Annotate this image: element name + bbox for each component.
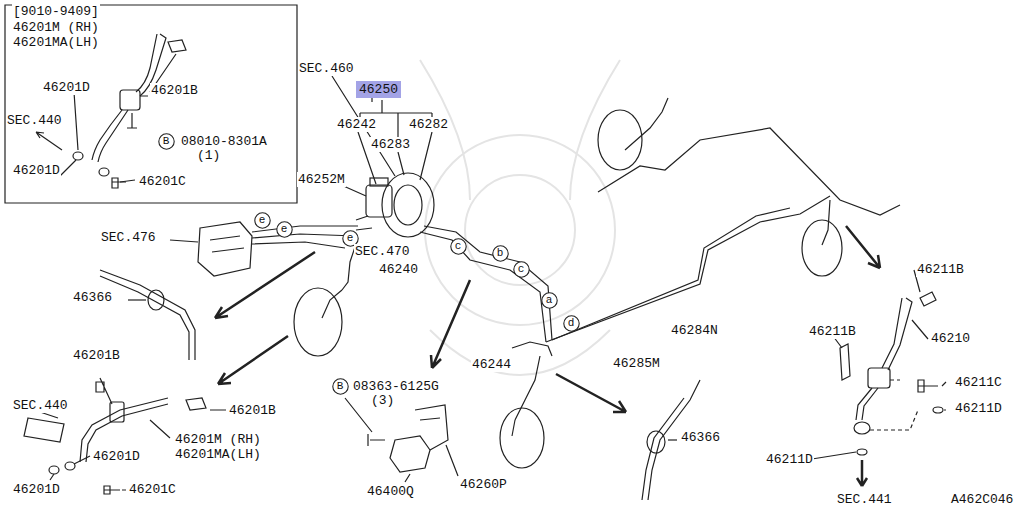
callout-number: 08363-6125G bbox=[352, 379, 440, 394]
circled-letter: c bbox=[450, 238, 467, 255]
callout-number: 46201B bbox=[150, 83, 199, 98]
brake-disc bbox=[294, 98, 842, 468]
callout-number: 46201B bbox=[72, 348, 121, 363]
circled-letter: b bbox=[492, 245, 509, 262]
reference-letter: d bbox=[563, 315, 580, 332]
watermark bbox=[420, 60, 620, 375]
callout-number: 46285M bbox=[612, 356, 661, 371]
callout-number: 46366 bbox=[72, 290, 113, 305]
part-number: 46250 bbox=[356, 81, 401, 98]
callout-number: 46201MA(LH) bbox=[174, 447, 262, 462]
inset-frame bbox=[5, 5, 297, 203]
circled-letter: c bbox=[513, 261, 530, 278]
reference-letter: e bbox=[254, 212, 271, 229]
brake-hose-rear bbox=[812, 270, 946, 459]
reference-letter: c bbox=[450, 238, 467, 255]
callout-number: 46201M (RH) bbox=[12, 20, 100, 35]
body-outline bbox=[598, 128, 900, 215]
callout-number: [9010-9409] bbox=[12, 4, 100, 19]
callout-number: 46201D bbox=[12, 482, 61, 497]
reference-letter: B bbox=[332, 378, 349, 395]
circled-letter: B bbox=[158, 133, 175, 150]
section-reference: SEC.441 bbox=[836, 492, 893, 507]
callout-number: 46240 bbox=[378, 262, 419, 277]
reference-letter: a bbox=[541, 292, 558, 309]
abs-actuator bbox=[170, 222, 252, 276]
reference-letter: c bbox=[513, 261, 530, 278]
section-reference: SEC.460 bbox=[298, 61, 355, 76]
highlight-box: 46250 bbox=[356, 81, 401, 98]
callout-number: A462C046 bbox=[950, 492, 1014, 507]
callout-number: (1) bbox=[196, 148, 221, 163]
circled-letter: d bbox=[563, 315, 580, 332]
circled-letter: e bbox=[254, 212, 271, 229]
section-reference: SEC.440 bbox=[6, 113, 63, 128]
callout-number: 46211B bbox=[808, 324, 857, 339]
callout-number: 46284N bbox=[670, 323, 719, 338]
callout-number: 46201C bbox=[138, 174, 187, 189]
grommet bbox=[100, 270, 700, 500]
callout-number: 46201C bbox=[128, 482, 177, 497]
circled-letter: B bbox=[332, 378, 349, 395]
callout-number: 46201M (RH) bbox=[174, 432, 262, 447]
callout-number: 46201MA(LH) bbox=[12, 35, 100, 50]
callout-number: 46242 bbox=[336, 117, 377, 132]
callout-number: 46400Q bbox=[366, 484, 415, 499]
callout-number: 46282 bbox=[408, 117, 449, 132]
callout-number: 08010-8301A bbox=[180, 134, 268, 149]
callout-number: 46260P bbox=[459, 477, 508, 492]
section-reference: SEC.470 bbox=[354, 244, 411, 259]
callout-number: 46201B bbox=[228, 403, 277, 418]
callout-number: 46201D bbox=[92, 449, 141, 464]
reference-letter: e bbox=[276, 221, 293, 238]
callout-number: 46211D bbox=[954, 401, 1003, 416]
callout-number: (3) bbox=[370, 393, 395, 408]
tick bbox=[371, 98, 372, 102]
circled-letter: a bbox=[541, 292, 558, 309]
callout-number: 46366 bbox=[680, 430, 721, 445]
callout-number: 46201D bbox=[42, 80, 91, 95]
callout-number: 46210 bbox=[930, 331, 971, 346]
circled-letter: e bbox=[276, 221, 293, 238]
callout-number: 46211B bbox=[916, 262, 965, 277]
callout-number: 46252M bbox=[297, 172, 346, 187]
section-reference: SEC.476 bbox=[100, 230, 157, 245]
callout-number: 46283 bbox=[370, 137, 411, 152]
callout-number: 46244 bbox=[471, 357, 512, 372]
detail-arrow bbox=[215, 226, 880, 486]
callout-number: 46211C bbox=[954, 375, 1003, 390]
callout-number: 46201D bbox=[12, 163, 61, 178]
master-cylinder bbox=[356, 173, 434, 237]
reference-letter: b bbox=[492, 245, 509, 262]
callout-number: 46211D bbox=[765, 452, 814, 467]
brake-pipe bbox=[252, 196, 830, 420]
proportioning-valve bbox=[345, 398, 458, 482]
section-reference: SEC.440 bbox=[12, 398, 69, 413]
reference-letter: B bbox=[158, 133, 175, 150]
